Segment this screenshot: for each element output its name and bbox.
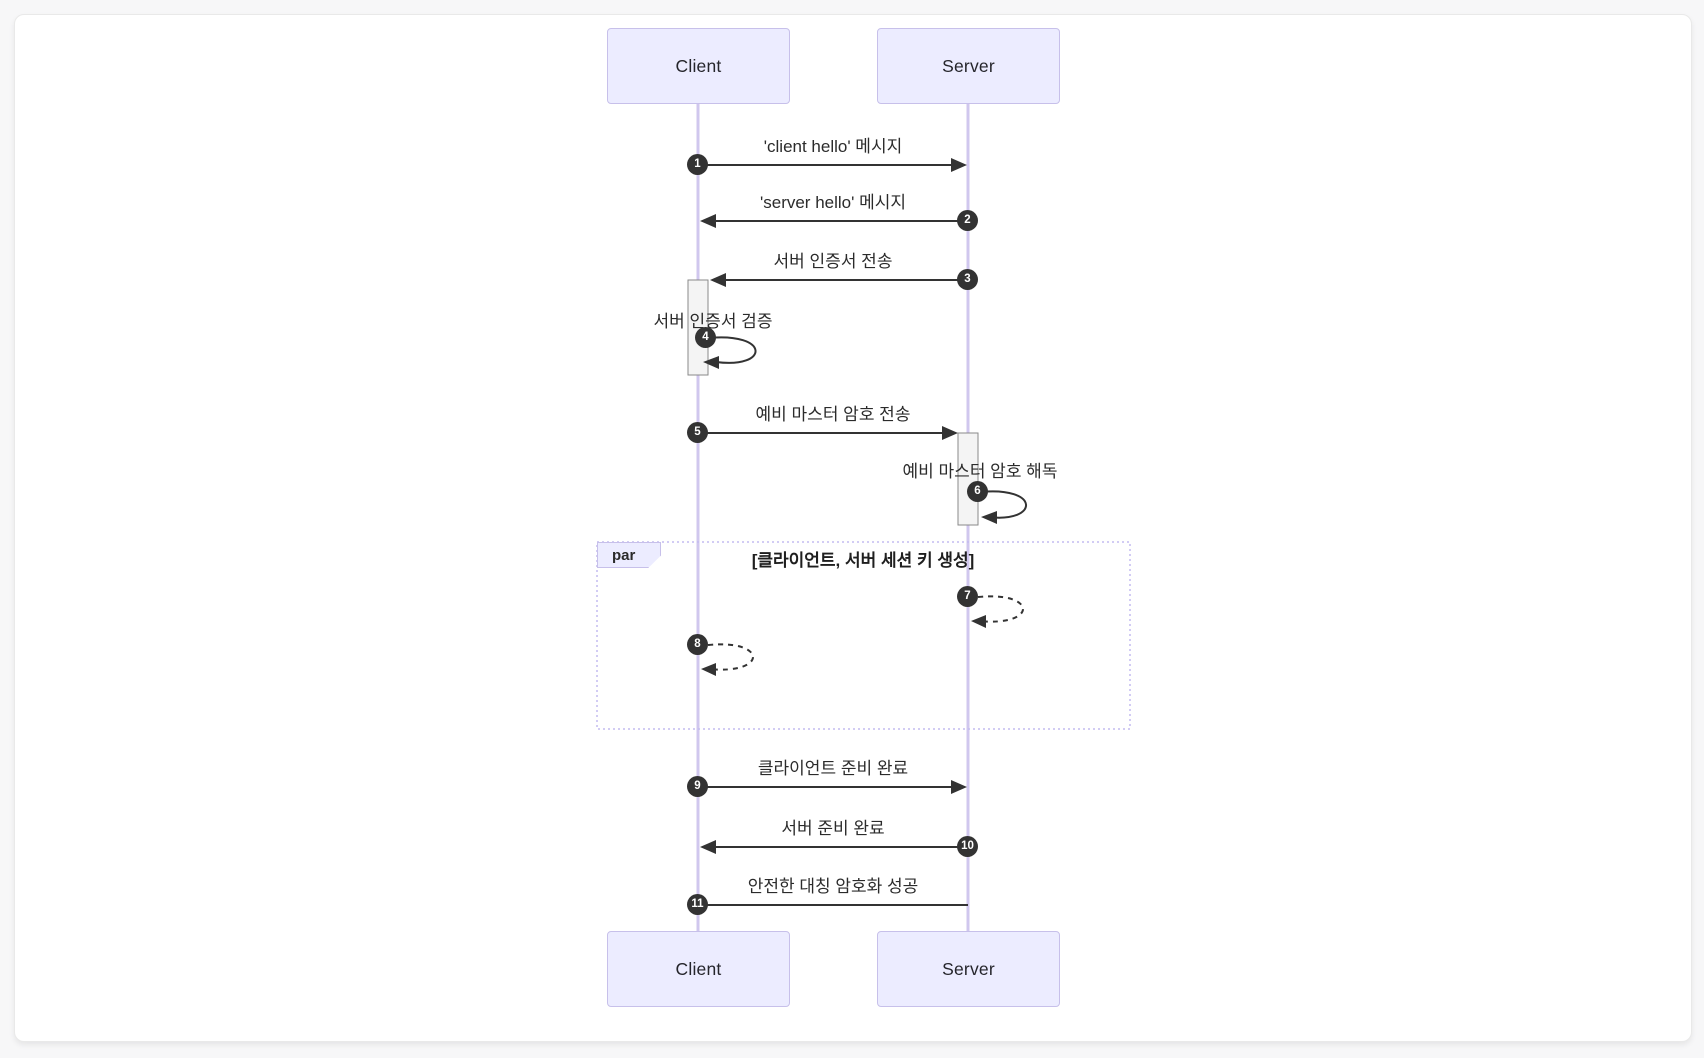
message-6-arrowhead bbox=[981, 511, 997, 524]
actor-server-bottom: Server bbox=[877, 931, 1060, 1007]
seq-badge-11: 11 bbox=[687, 894, 708, 915]
par-block-title: [클라이언트, 서버 세션 키 생성] bbox=[751, 551, 975, 570]
message-5-label: 예비 마스터 암호 전송 bbox=[755, 405, 911, 424]
seq-badge-5: 5 bbox=[687, 422, 708, 443]
message-7-selfloop bbox=[977, 595, 1024, 623]
diagram-card bbox=[14, 14, 1692, 1042]
seq-badge-4: 4 bbox=[695, 327, 716, 348]
message-7-arrowhead bbox=[971, 615, 986, 628]
seq-badge-6: 6 bbox=[967, 481, 988, 502]
message-2-label: 'server hello' 메시지 bbox=[759, 193, 907, 212]
seq-badge-1: 1 bbox=[687, 154, 708, 175]
actor-server-bottom-label: Server bbox=[942, 958, 995, 979]
message-9-label: 클라이언트 준비 완료 bbox=[757, 759, 909, 778]
message-10-arrowhead bbox=[700, 840, 716, 854]
actor-client-bottom-label: Client bbox=[675, 958, 722, 979]
par-block-tag: par bbox=[597, 542, 661, 568]
message-4-arrowhead bbox=[703, 356, 719, 369]
message-3-arrowhead bbox=[710, 273, 726, 287]
seq-badge-8: 8 bbox=[687, 634, 708, 655]
message-2-arrowhead bbox=[700, 214, 716, 228]
message-3-label: 서버 인증서 전송 bbox=[773, 252, 893, 271]
message-8-selfloop bbox=[707, 643, 754, 671]
par-block-frame bbox=[596, 541, 1131, 730]
seq-badge-10: 10 bbox=[957, 836, 978, 857]
actor-client-top-label: Client bbox=[675, 55, 722, 76]
server-activation-bar bbox=[957, 432, 979, 526]
actor-client-bottom: Client bbox=[607, 931, 790, 1007]
message-6-selfloop bbox=[979, 490, 1027, 519]
message-4-selfloop bbox=[707, 336, 757, 364]
seq-badge-9: 9 bbox=[687, 776, 708, 797]
message-4-label: 서버 인증서 검증 bbox=[653, 312, 773, 331]
message-11-label: 안전한 대칭 암호화 성공 bbox=[747, 877, 919, 896]
seq-badge-3: 3 bbox=[957, 269, 978, 290]
seq-badge-7: 7 bbox=[957, 586, 978, 607]
message-9-arrowhead bbox=[951, 780, 967, 794]
message-10-label: 서버 준비 완료 bbox=[781, 819, 885, 838]
message-5-arrowhead bbox=[942, 426, 958, 440]
actor-client-top: Client bbox=[607, 28, 790, 104]
actor-server-top: Server bbox=[877, 28, 1060, 104]
message-1-arrowhead bbox=[951, 158, 967, 172]
message-8-arrowhead bbox=[701, 663, 716, 676]
seq-badge-2: 2 bbox=[957, 210, 978, 231]
message-1-label: 'client hello' 메시지 bbox=[763, 137, 903, 156]
actor-server-top-label: Server bbox=[942, 55, 995, 76]
message-6-label: 예비 마스터 암호 해독 bbox=[902, 462, 1058, 481]
